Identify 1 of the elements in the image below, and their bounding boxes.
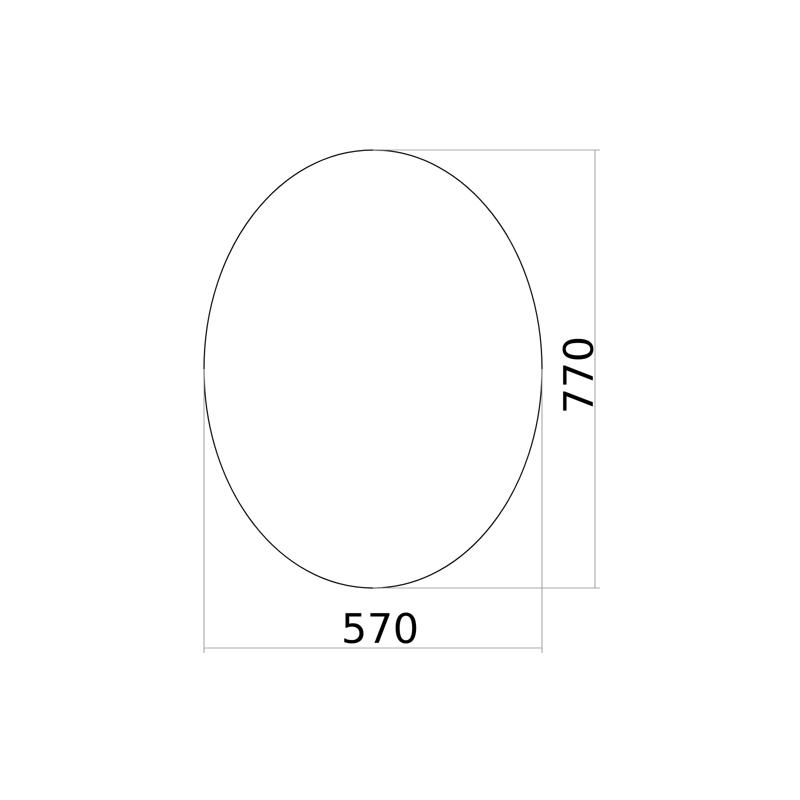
ellipse-outline — [203, 149, 543, 589]
